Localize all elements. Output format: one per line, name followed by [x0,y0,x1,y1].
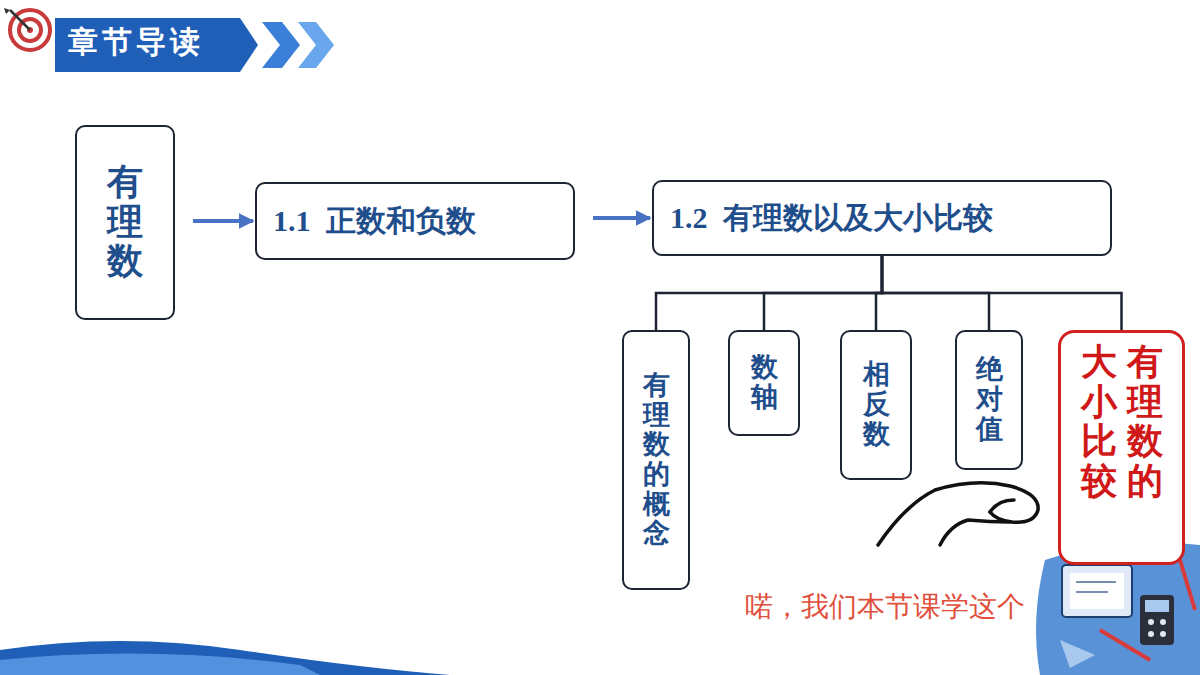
topic-box: 1.1 正数和负数 [255,182,575,260]
note-text: 喏，我们本节课学这个 [745,588,1025,626]
topic-column-box: 相反数 [840,330,912,480]
target-icon [4,8,50,50]
topic-text: 相反数 [863,360,890,449]
topic-text: 有理数的概念 [643,371,670,549]
flow-arrow [593,216,650,220]
chevron [262,22,300,68]
chapter-heading: 章节导读 [68,22,204,63]
header-banner [55,18,258,72]
bottom-wave [0,641,450,675]
topic-column-box: 有理数 [75,125,175,320]
topic-column-box: 数轴 [728,330,800,436]
tree-connector [882,256,1122,330]
topic-text: 大小比较 [1081,343,1117,501]
topic-column-box: 绝对值 [955,330,1023,470]
topic-text: 1.1 正数和负数 [273,201,476,242]
topic-text: 1.2 有理数以及大小比较 [670,198,993,239]
topic-text: 绝对值 [976,355,1003,444]
topic-box: 1.2 有理数以及大小比较 [652,180,1112,256]
topic-text: 有理数的 [1127,343,1163,501]
tree-connector [656,256,882,330]
tree-connector [764,256,882,330]
chevron [298,22,334,68]
flow-arrow [193,219,253,223]
bottom-wave [0,654,320,675]
pointing-hand [878,483,1038,545]
topic-column-box: 有理数的大小比较 [1058,330,1185,565]
topic-column-box: 有理数的概念 [622,330,690,590]
topic-text: 有理数 [107,163,143,282]
topic-text: 数轴 [751,353,778,412]
